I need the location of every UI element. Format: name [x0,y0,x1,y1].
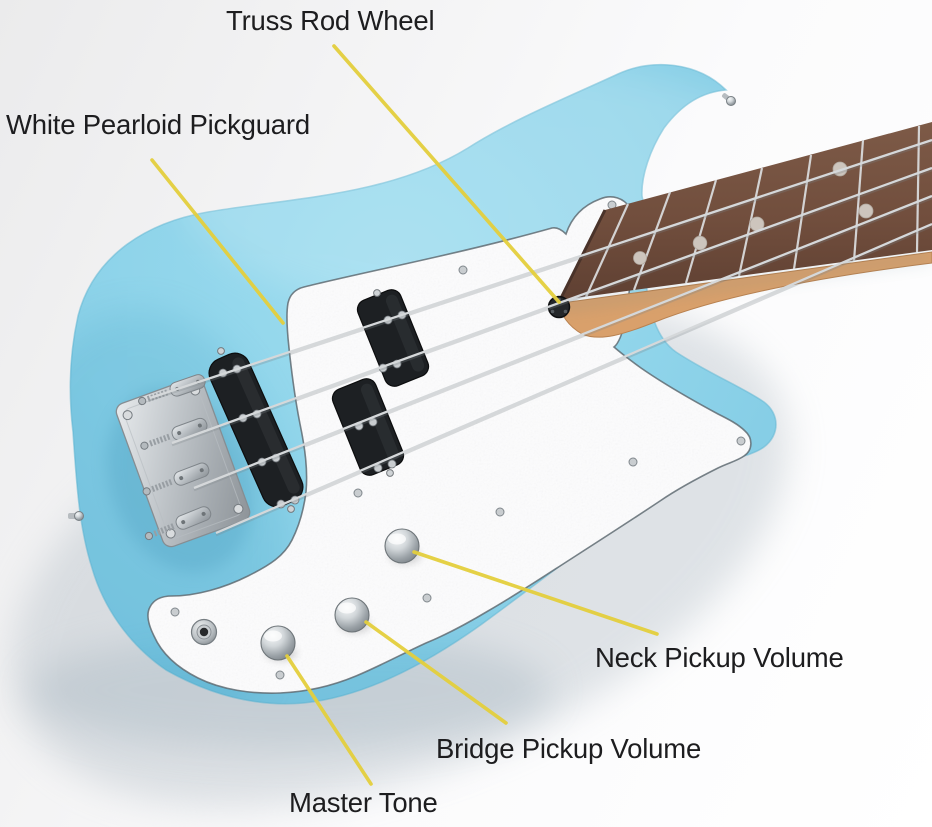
label-bridge-pickup-volume: Bridge Pickup Volume [436,733,702,764]
bridge-volume-knob [334,597,370,633]
label-white-pearloid-pickguard: White Pearloid Pickguard [6,109,310,140]
strings [149,138,932,537]
neck-volume-knob [384,528,420,564]
pickguard-screws [170,200,746,680]
leader-lines [150,44,659,786]
label-master-tone: Master Tone [289,787,438,818]
leader-line-neck-volume [412,550,659,636]
strap-button-side [68,511,84,521]
master-tone-knob [260,625,296,661]
label-truss-rod-wheel: Truss Rod Wheel [226,5,435,36]
leader-line-pickguard [150,158,285,325]
leader-line-bridge-volume [364,620,508,725]
label-neck-pickup-volume: Neck Pickup Volume [595,642,844,673]
leader-line-truss-rod-wheel [332,44,561,304]
bridge [106,374,254,573]
fretboard [558,122,932,301]
strap-button-horn [722,93,736,106]
neck-shadow [559,251,932,311]
leader-line-master-tone [285,654,373,786]
controls [190,528,421,661]
output-jack [190,618,218,646]
split-coil-pickup [331,289,430,477]
